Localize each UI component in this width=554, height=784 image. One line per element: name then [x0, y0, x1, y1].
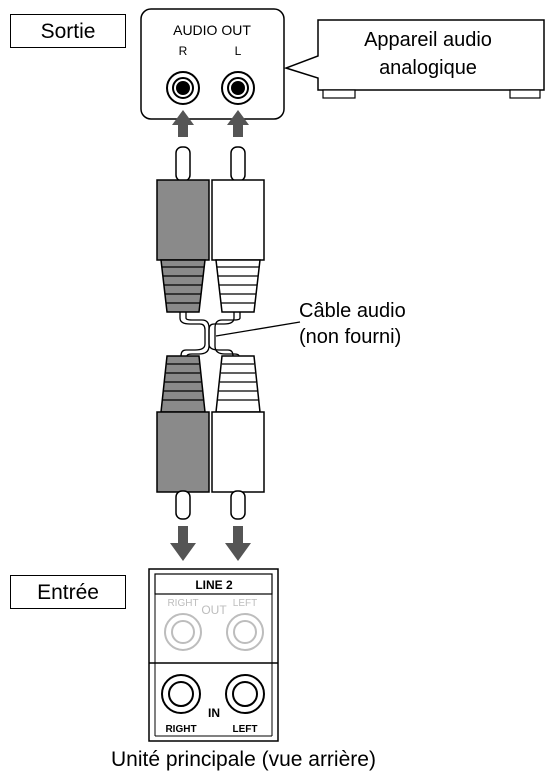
input-label: Entrée [10, 575, 126, 609]
device-name-line1: Appareil audio [364, 29, 492, 51]
jack-l-label: L [235, 44, 242, 58]
top-white-plug [211, 146, 265, 313]
in-left-label: LEFT [233, 724, 258, 735]
line2-title: LINE 2 [195, 578, 233, 592]
in-word-label: IN [208, 706, 220, 720]
jack-r [166, 71, 200, 105]
down-arrow-icon [170, 526, 251, 561]
source-label: Sortie [10, 14, 126, 48]
out-left-label: LEFT [233, 598, 257, 609]
out-word-label: OUT [201, 603, 227, 617]
device-name-line2: analogique [379, 57, 477, 79]
audio-out-panel [140, 8, 285, 120]
cable-label-line1: Câble audio [299, 300, 406, 322]
out-right-label: RIGHT [167, 598, 198, 609]
analog-audio-device [283, 19, 545, 99]
cable-label: Câble audio (non fourni) [299, 298, 406, 350]
cable-label-line2: (non fourni) [299, 326, 402, 348]
up-arrow-icon [172, 110, 249, 137]
bottom-white-plug [211, 355, 265, 520]
top-red-plug [156, 146, 210, 313]
input-label-text: Entrée [37, 580, 99, 604]
main-unit-caption: Unité principale (vue arrière) [111, 748, 376, 771]
jack-r-label: R [179, 44, 188, 58]
source-label-text: Sortie [40, 19, 96, 43]
in-right-label: RIGHT [165, 724, 196, 735]
jack-l [221, 71, 255, 105]
audio-cable [179, 312, 301, 357]
audio-out-title: AUDIO OUT [173, 22, 251, 38]
bottom-red-plug [156, 355, 210, 520]
line2-panel: LINE 2 RIGHT OUT LEFT IN RIGHT LEFT [148, 568, 279, 742]
